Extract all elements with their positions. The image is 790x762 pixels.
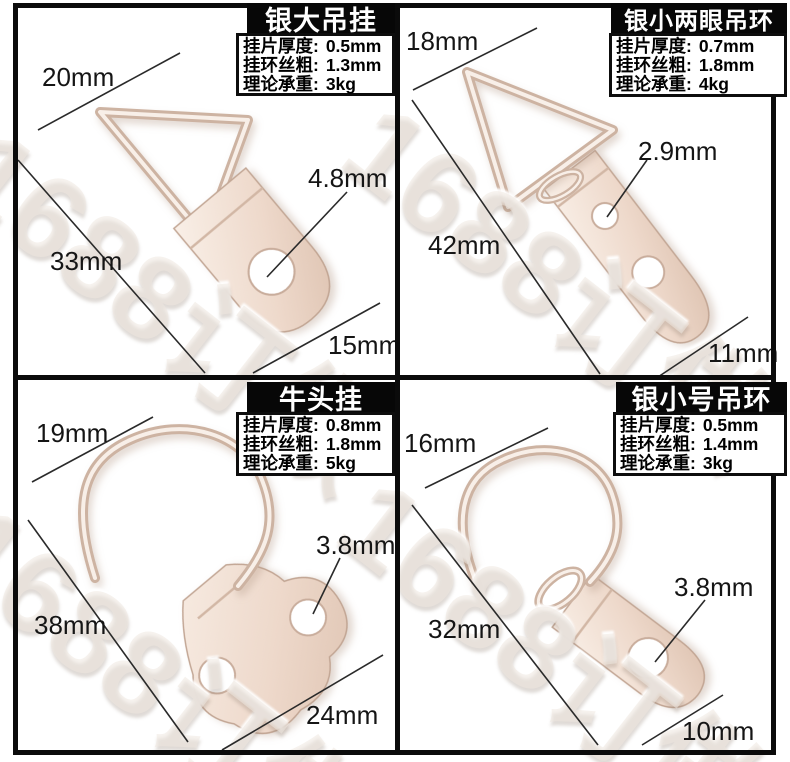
- leader-line-11mm: [657, 316, 749, 378]
- leader-line-20mm: [37, 52, 181, 131]
- spec-table: 挂片厚度: 0.5mm 挂环丝粗: 1.3mm 理论承重: 3kg: [236, 33, 395, 96]
- dim-label: 15mm: [328, 330, 401, 360]
- spec-value: 0.7mm: [698, 36, 755, 56]
- dim-label: 19mm: [36, 418, 109, 448]
- spec-value: 0.5mm: [702, 415, 759, 435]
- wire-clip-loop: [534, 566, 586, 614]
- screw-hole: [198, 656, 237, 695]
- leader-line-33mm: [17, 159, 206, 374]
- hanger-two-hole-strap: [462, 67, 710, 344]
- leader-line-38mm: [27, 519, 189, 743]
- spec-label: 挂片厚度:: [620, 415, 696, 435]
- spec-value: 1.4mm: [702, 434, 759, 454]
- spec-row: 挂环丝粗: 1.8mm: [616, 56, 780, 75]
- screw-hole: [631, 255, 666, 290]
- spec-value: 1.8mm: [325, 434, 382, 454]
- screw-hole: [289, 598, 328, 637]
- dim-label: 10mm: [682, 716, 755, 746]
- spec-row: 理论承重: 3kg: [243, 75, 388, 94]
- dim-label: 3.8mm: [674, 572, 754, 602]
- dim-label: 20mm: [42, 62, 115, 92]
- wire-fold-loop: [535, 168, 585, 204]
- spec-value: 3kg: [325, 74, 356, 94]
- spec-row: 挂片厚度: 0.5mm: [620, 416, 780, 435]
- spec-label: 理论承重:: [620, 453, 696, 473]
- spec-row: 理论承重: 5kg: [243, 454, 388, 473]
- spec-row: 挂片厚度: 0.8mm: [243, 416, 388, 435]
- spec-table: 挂片厚度: 0.7mm 挂环丝粗: 1.8mm 理论承重: 4kg: [609, 33, 787, 97]
- spec-label: 挂环丝粗:: [243, 55, 319, 75]
- product-title: 银大吊挂: [247, 3, 395, 36]
- leader-line-32mm: [411, 504, 599, 746]
- spec-label: 挂环丝粗:: [616, 55, 692, 75]
- dim-label: 33mm: [50, 246, 123, 276]
- spec-value: 5kg: [325, 453, 356, 473]
- spec-value: 0.8mm: [325, 415, 382, 435]
- spec-label: 理论承重:: [243, 74, 319, 94]
- dim-label: 4.8mm: [308, 163, 388, 193]
- spec-label: 挂片厚度:: [243, 36, 319, 56]
- spec-label: 挂片厚度:: [243, 415, 319, 435]
- spec-table: 挂片厚度: 0.5mm 挂环丝粗: 1.4mm 理论承重: 3kg: [613, 412, 787, 476]
- spec-label: 挂环丝粗:: [243, 434, 319, 454]
- dim-label: 32mm: [428, 614, 501, 644]
- leader-line-4.8mm: [266, 191, 348, 278]
- spec-row: 理论承重: 4kg: [616, 75, 780, 94]
- spec-value: 1.3mm: [325, 55, 382, 75]
- hanger-strap: [543, 149, 710, 344]
- dim-label: 16mm: [404, 428, 477, 458]
- hanger-plate: [182, 563, 348, 735]
- dim-label: 11mm: [708, 338, 779, 368]
- spec-row: 挂环丝粗: 1.4mm: [620, 435, 780, 454]
- dim-label: 42mm: [428, 230, 501, 260]
- spec-row: 挂片厚度: 0.5mm: [243, 37, 388, 56]
- spec-label: 挂片厚度:: [616, 36, 692, 56]
- leader-line-15mm: [252, 302, 381, 374]
- spec-label: 理论承重:: [243, 453, 319, 473]
- leader-line-10mm: [641, 694, 724, 746]
- spec-value: 1.8mm: [698, 55, 755, 75]
- hanger-small-d-ring: [457, 445, 706, 709]
- spec-table: 挂片厚度: 0.8mm 挂环丝粗: 1.8mm 理论承重: 5kg: [236, 412, 395, 476]
- dim-label: 2.9mm: [638, 136, 718, 166]
- spec-row: 挂片厚度: 0.7mm: [616, 37, 780, 56]
- spec-row: 挂环丝粗: 1.3mm: [243, 56, 388, 75]
- hanger-bull-head: [78, 424, 348, 735]
- dim-label: 38mm: [34, 610, 107, 640]
- quadrant-divider-horizontal: [13, 375, 776, 380]
- spec-label: 理论承重:: [616, 74, 692, 94]
- product-title: 牛头挂: [247, 382, 395, 415]
- dim-label: 3.8mm: [316, 530, 396, 560]
- spec-label: 挂环丝粗:: [620, 434, 696, 454]
- spec-row: 挂环丝粗: 1.8mm: [243, 435, 388, 454]
- dim-label: 18mm: [406, 26, 479, 56]
- hanger-strap: [551, 573, 706, 709]
- spec-value: 3kg: [702, 453, 733, 473]
- screw-hole: [627, 637, 669, 679]
- spec-value: 0.5mm: [325, 36, 382, 56]
- leader-line-42mm: [411, 99, 601, 375]
- spec-row: 理论承重: 3kg: [620, 454, 780, 473]
- leader-line-2.9mm: [606, 159, 648, 218]
- leader-line-3.8mm: [654, 599, 706, 663]
- spec-value: 4kg: [698, 74, 729, 94]
- leader-line-24mm: [221, 654, 384, 751]
- leader-line-18mm: [412, 27, 538, 91]
- product-title: 银小两眼吊环: [611, 3, 787, 35]
- product-title: 银小号吊环: [616, 382, 787, 415]
- leader-line-16mm: [424, 427, 549, 489]
- dim-label: 24mm: [306, 700, 379, 730]
- leader-line-3.8mm: [312, 557, 341, 615]
- leader-line-19mm: [31, 416, 154, 483]
